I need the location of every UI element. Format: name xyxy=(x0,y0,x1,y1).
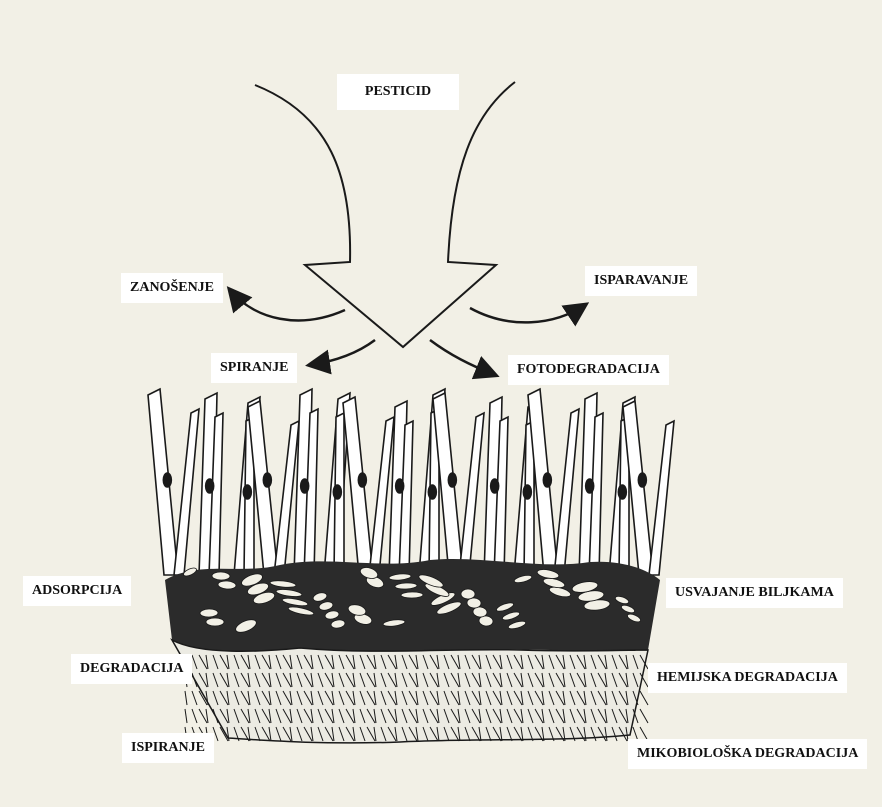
plant-node xyxy=(638,473,646,487)
label-degradation: DEGRADACIJA xyxy=(71,654,192,684)
evaporation-arrow xyxy=(470,305,585,322)
soil-pebble xyxy=(212,572,230,581)
plant-shoots xyxy=(148,389,674,575)
plant-node xyxy=(206,479,214,493)
soil-pebble xyxy=(200,609,218,618)
label-drift: ZANOŠENJE xyxy=(121,273,223,303)
soil-hatch-line xyxy=(185,709,187,723)
plant-blade xyxy=(343,397,373,575)
soil-hatch-line xyxy=(640,691,648,705)
plant-blade xyxy=(554,409,579,575)
soil-pebble xyxy=(461,589,475,599)
subsoil-layer xyxy=(172,640,648,743)
plant-node xyxy=(263,473,271,487)
plant-node xyxy=(491,479,499,493)
soil-hatch-line xyxy=(185,691,187,705)
label-plant-uptake: USVAJANJE BILJKAMA xyxy=(666,578,843,608)
plant-blade xyxy=(174,409,199,575)
soil-hatch-line xyxy=(192,709,197,723)
plant-node xyxy=(301,479,309,493)
plant-node xyxy=(543,473,551,487)
plant-blade xyxy=(459,413,484,575)
label-evaporation: ISPARAVANJE xyxy=(585,266,697,296)
plant-node xyxy=(396,479,404,493)
soil-hatch-line xyxy=(640,709,648,723)
plant-node xyxy=(428,485,436,499)
plant-blade xyxy=(649,421,674,575)
label-microbial-degradation: MIKOBIOLOŠKA DEGRADACIJA xyxy=(628,739,867,769)
topsoil-layer xyxy=(165,559,660,656)
plant-node xyxy=(618,485,626,499)
label-adsorption: ADSORPCIJA xyxy=(23,576,131,606)
plant-node xyxy=(163,473,171,487)
label-pesticide: PESTICID xyxy=(337,74,459,110)
drift-arrow xyxy=(230,290,345,320)
plant-node xyxy=(243,485,251,499)
label-runoff: SPIRANJE xyxy=(211,353,297,383)
main-down-arrow xyxy=(255,82,515,347)
photodegradation-arrow xyxy=(430,340,495,375)
plant-node xyxy=(448,473,456,487)
soil-pebble xyxy=(401,592,423,598)
plant-node xyxy=(586,479,594,493)
soil-hatch-line xyxy=(192,691,197,705)
label-photodegradation: FOTODEGRADACIJA xyxy=(508,355,669,385)
label-leaching: ISPIRANJE xyxy=(122,733,214,763)
label-chemical-degradation: HEMIJSKA DEGRADACIJA xyxy=(648,663,847,693)
plant-node xyxy=(523,485,531,499)
plant-node xyxy=(333,485,341,499)
runoff-arrow xyxy=(310,340,375,365)
soil-pebble xyxy=(206,618,224,626)
plant-node xyxy=(358,473,366,487)
